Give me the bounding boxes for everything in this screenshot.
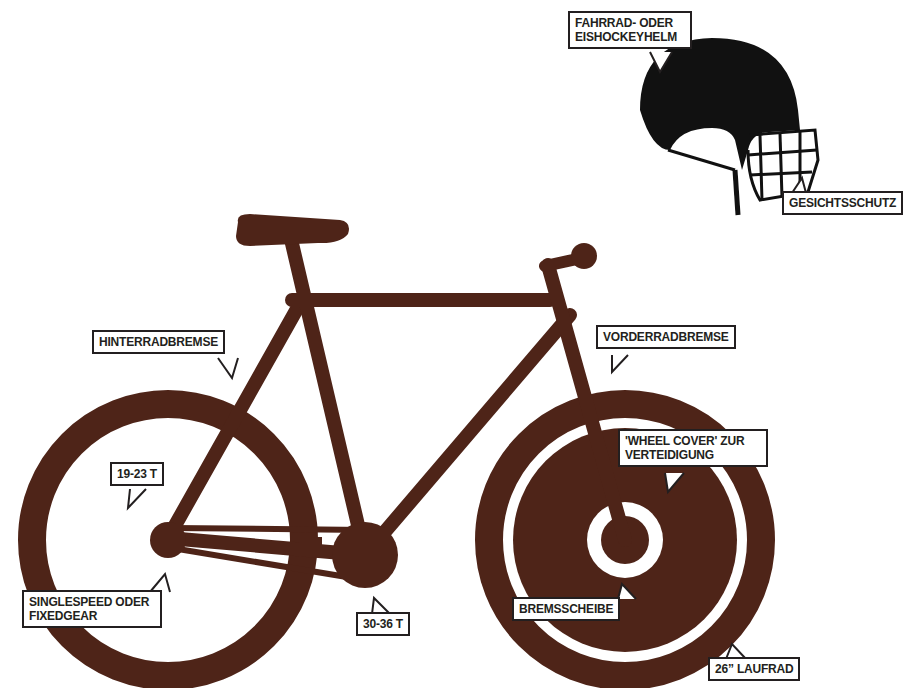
chain <box>172 528 365 530</box>
handlebar <box>571 243 597 269</box>
chainguide <box>300 537 322 549</box>
fork <box>548 265 625 540</box>
callout-label: FAHRRAD- ODER EISHOCKEYHELM <box>568 11 692 49</box>
callout-label: 19-23 T <box>110 462 164 486</box>
down-tube <box>365 315 570 555</box>
saddle <box>236 214 349 246</box>
helmet <box>640 38 800 170</box>
callout-label: 26” LAUFRAD <box>708 657 800 681</box>
callout-label: 30-36 T <box>356 612 410 636</box>
callout-label: VORDERRADBREMSE <box>596 325 736 349</box>
seat-tube <box>290 235 365 555</box>
callout-tail <box>618 584 636 599</box>
callout-label: HINTERRADBREMSE <box>92 330 225 354</box>
callout-label: BREMSSCHEIBE <box>512 597 620 621</box>
callout-tail <box>665 473 684 492</box>
top-tube <box>292 293 550 307</box>
callout-tail <box>612 355 628 372</box>
callout-tail <box>218 358 238 378</box>
rear-hub <box>150 522 186 558</box>
callout-label: SINGLESPEED ODER FIXEDGEAR <box>22 590 162 628</box>
callout-label: 'WHEEL COVER' ZUR VERTEIDIGUNG <box>618 429 768 467</box>
callout-label: GESICHTSSCHUTZ <box>782 191 903 215</box>
callout-tail <box>128 489 146 508</box>
chainring <box>332 522 398 588</box>
callout-tail <box>650 52 672 72</box>
